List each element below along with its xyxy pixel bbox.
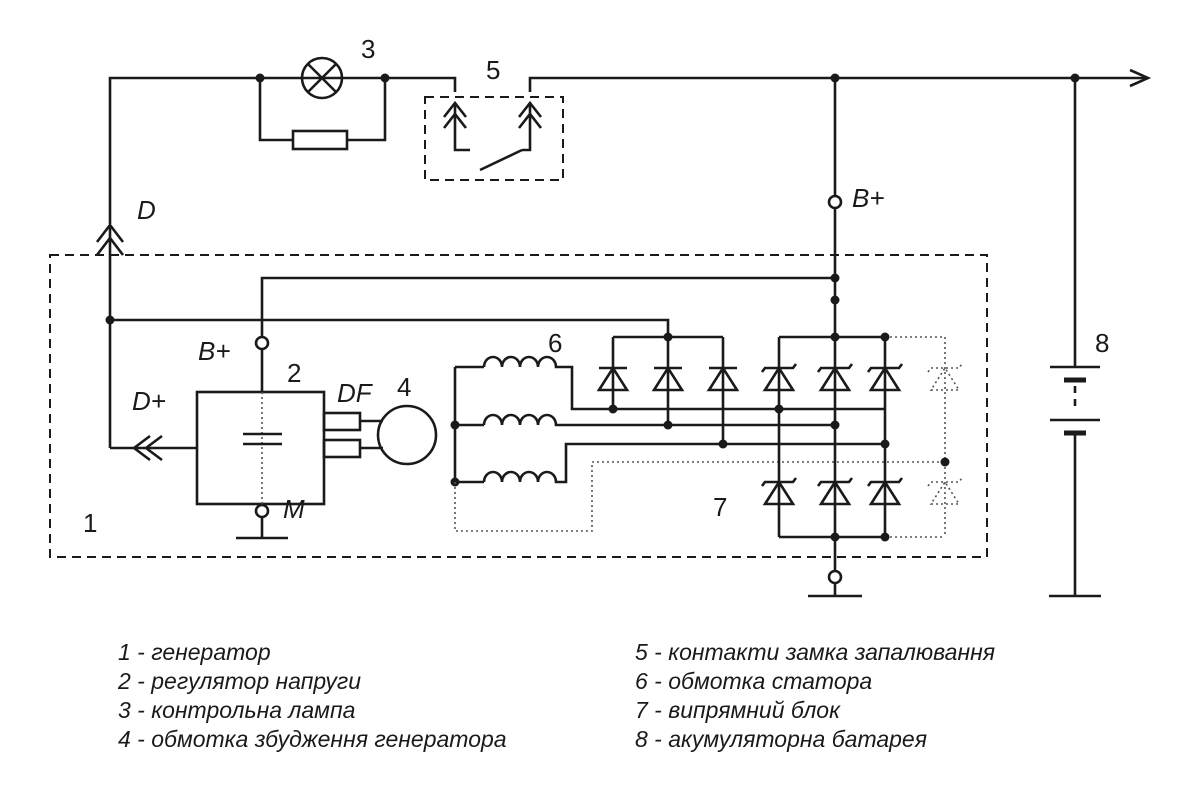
label-2: 2 xyxy=(287,358,301,388)
ignition-switch xyxy=(424,96,564,181)
top-wiring xyxy=(108,68,1152,224)
legend-item-regulator: 2 - регулятор напруги xyxy=(118,668,362,694)
label-8: 8 xyxy=(1095,328,1109,358)
m-terminal xyxy=(254,503,270,519)
label-7: 7 xyxy=(713,492,727,522)
legend-item-rectifier: 7 - випрямний блок xyxy=(635,697,840,723)
alternator-circuit-diagram: 3 5 D B+ B+ 2 DF 4 D+ M 1 6 7 8 xyxy=(49,34,1152,598)
stator-windings xyxy=(450,355,945,532)
label-6: 6 xyxy=(548,328,562,358)
label-4: 4 xyxy=(397,372,411,402)
label-5: 5 xyxy=(486,55,500,85)
label-b-plus: B+ xyxy=(852,183,885,213)
ground-terminal xyxy=(827,569,843,585)
generator-boundary xyxy=(49,254,988,558)
label-3: 3 xyxy=(361,34,375,64)
regulator-b-plus-terminal xyxy=(254,335,270,351)
legend-item-stator: 6 - обмотка статора xyxy=(635,668,873,694)
label-1: 1 xyxy=(83,508,97,538)
b-plus-terminal xyxy=(827,194,843,210)
legend-item-battery: 8 - акумуляторна батарея xyxy=(635,726,928,752)
legend-left: 1 - генератор 2 - регулятор напруги 3 - … xyxy=(118,638,507,754)
legend-right: 5 - контакти замка запалювання 6 - обмот… xyxy=(635,638,995,754)
legend-item-field-winding: 4 - обмотка збудження генератора xyxy=(118,726,507,752)
label-df: DF xyxy=(337,378,374,408)
control-lamp xyxy=(300,56,344,100)
battery xyxy=(1049,78,1101,598)
legend-item-generator: 1 - генератор xyxy=(118,639,271,665)
field-winding xyxy=(376,404,438,466)
d-connector xyxy=(95,222,197,462)
legend-item-lamp: 3 - контрольна лампа xyxy=(118,697,356,723)
rectifier-block xyxy=(596,332,963,598)
label-m: M xyxy=(283,494,305,524)
legend-item-ignition: 5 - контакти замка запалювання xyxy=(635,639,996,665)
label-regulator-b-plus: B+ xyxy=(198,336,231,366)
internal-wiring xyxy=(110,78,840,342)
terminals xyxy=(254,194,843,585)
lamp-resistor xyxy=(291,129,349,151)
label-d: D xyxy=(137,195,156,225)
label-d-plus: D+ xyxy=(132,386,166,416)
diagram-labels: 3 5 D B+ B+ 2 DF 4 D+ M 1 6 7 8 xyxy=(83,34,1109,538)
